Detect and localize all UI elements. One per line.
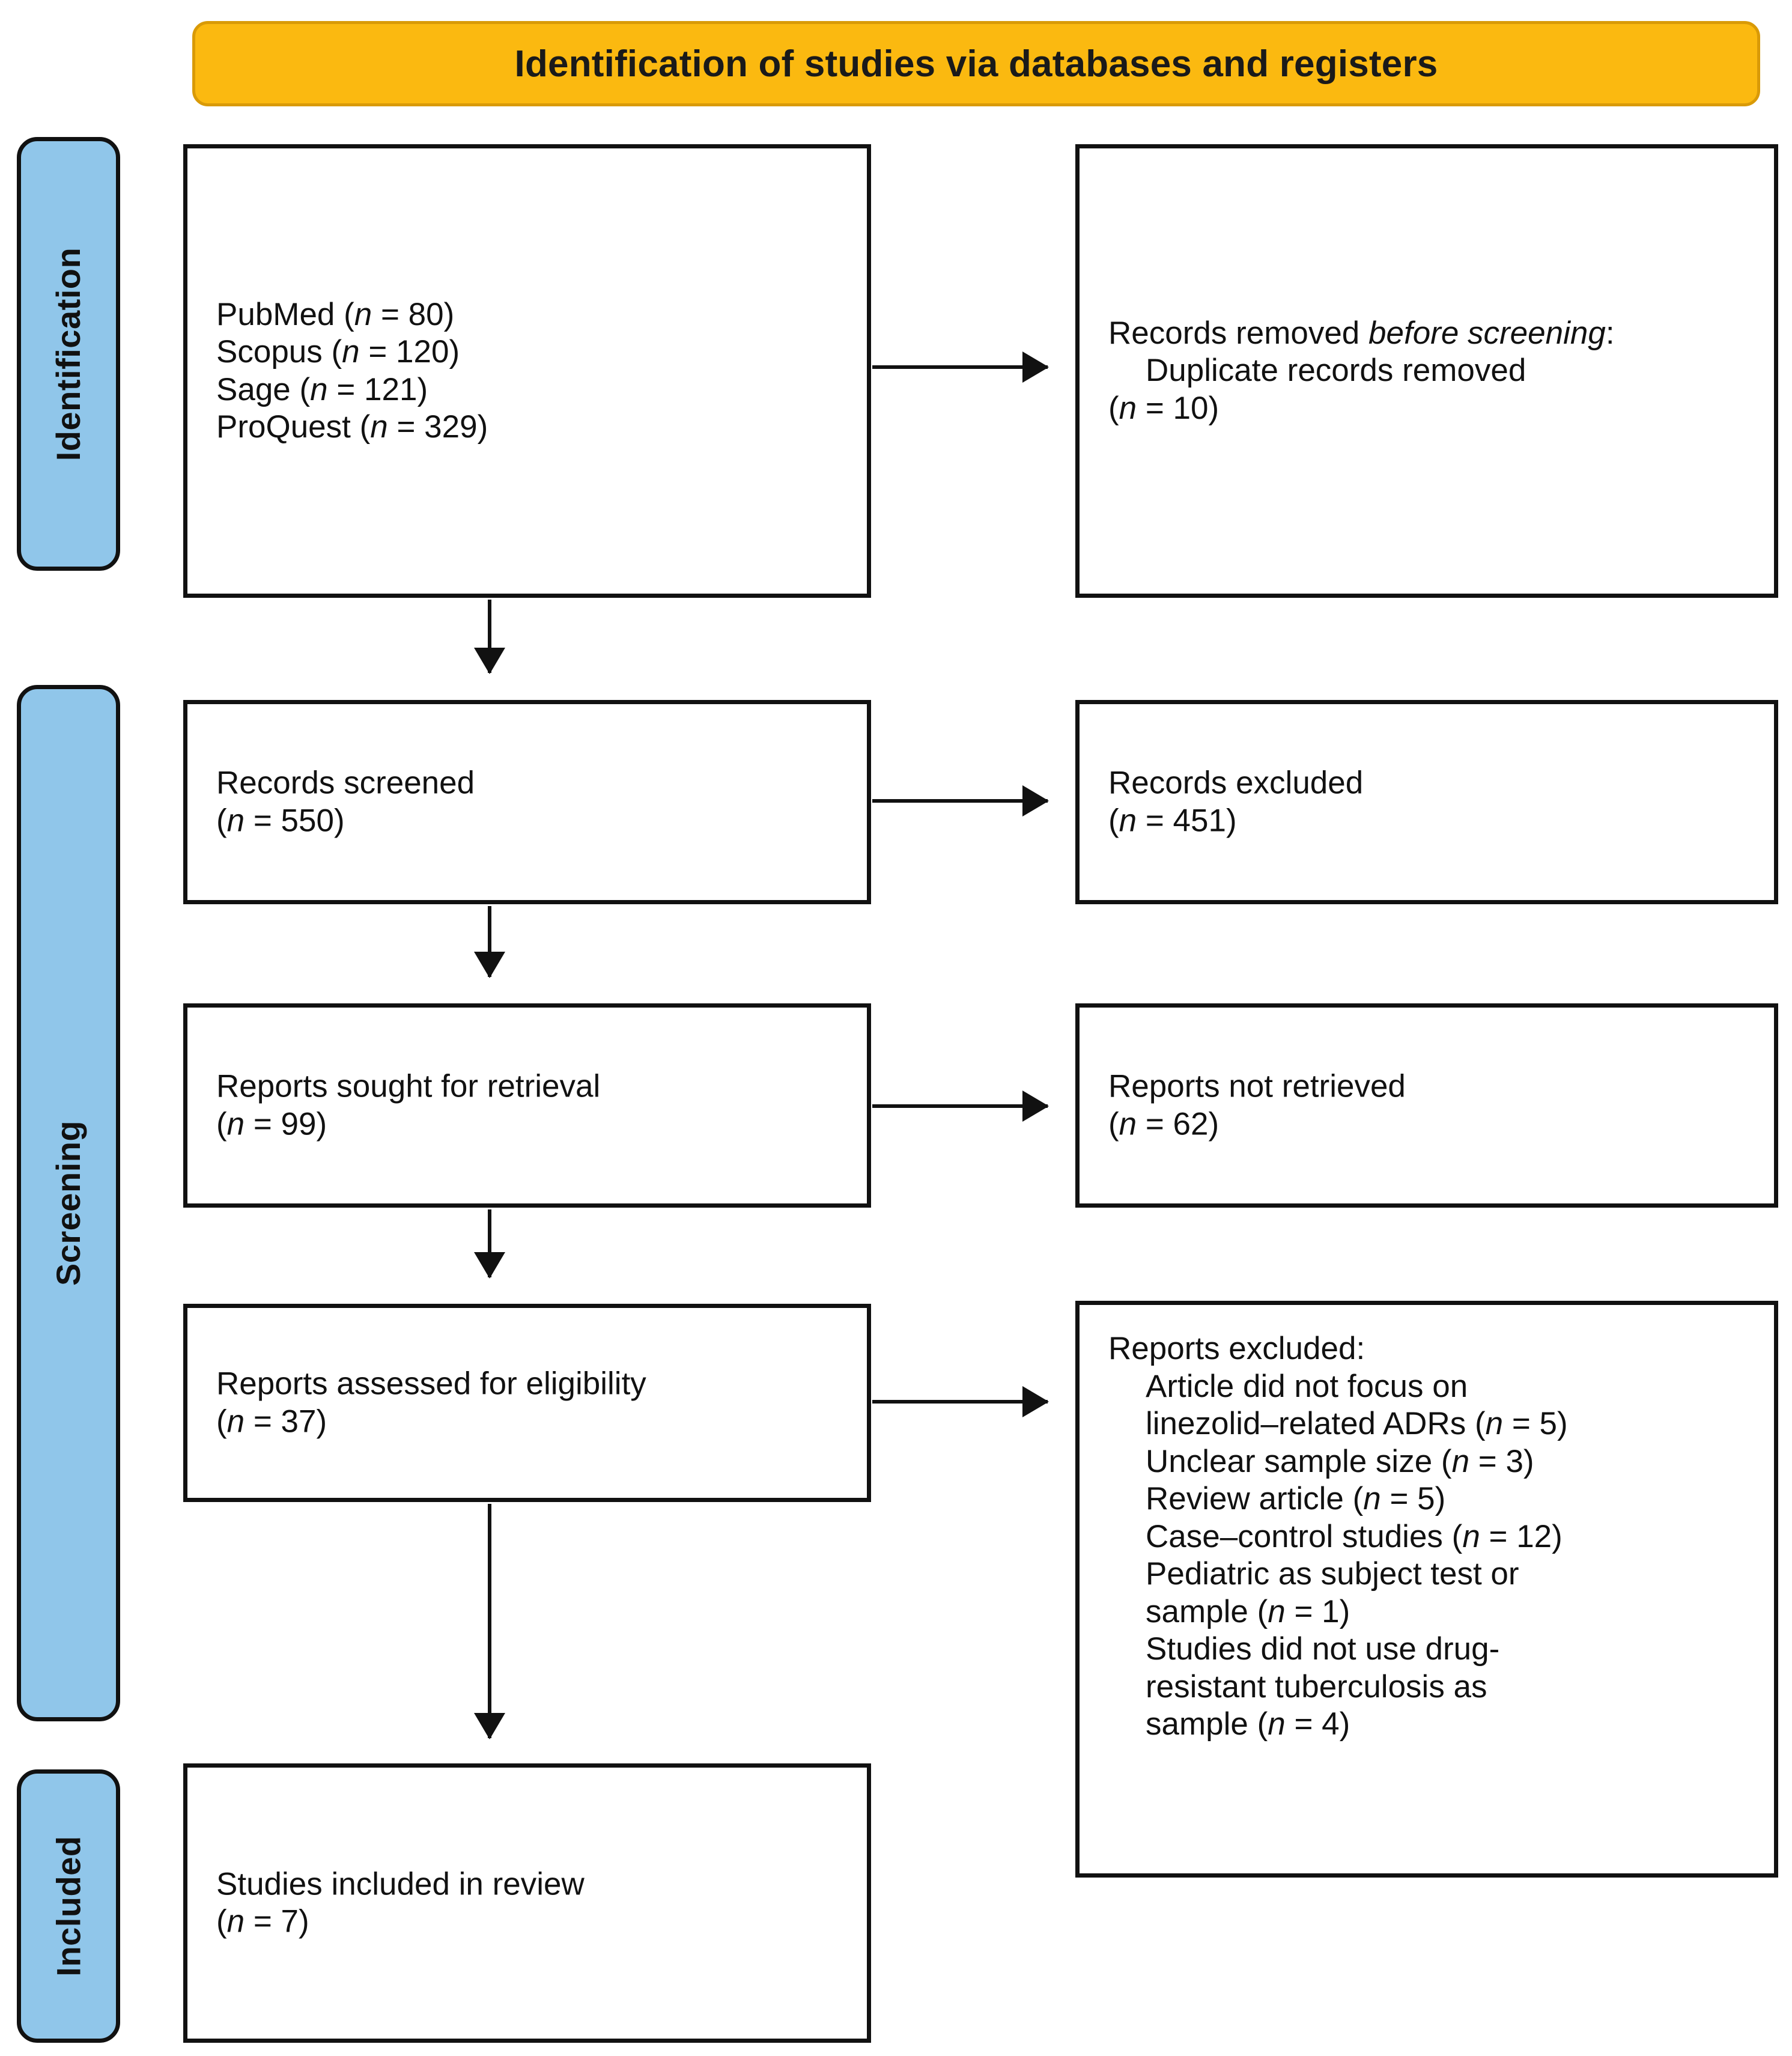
reports-assessed-label: Reports assessed for eligibility [216,1366,646,1402]
box-records-removed-before-screening: Records removed before screening: Duplic… [1075,144,1778,598]
reports-not-retrieved-count: (n = 62) [1108,1106,1219,1142]
arrow-screened-to-sought [488,906,491,977]
stage-label-included-text: Included [49,1835,88,1977]
records-excluded-count: (n = 451) [1108,803,1237,838]
arrow-assessed-to-included [488,1504,491,1738]
studies-included-label: Studies included in review [216,1866,585,1902]
source-line-sage: Sage (n = 121) [216,371,428,407]
records-removed-heading-italic: before screening [1368,315,1606,351]
arrow-assessed-to-reports-excluded [872,1400,1048,1404]
reports-not-retrieved-label: Reports not retrieved [1108,1068,1406,1104]
source-line-proquest: ProQuest (n = 329) [216,409,488,445]
records-removed-heading-colon: : [1605,315,1615,351]
reports-excluded-reason-1b: linezolid–related ADRs (n = 5) [1146,1406,1568,1442]
records-excluded-label: Records excluded [1108,765,1364,801]
reports-sought-label: Reports sought for retrieval [216,1068,601,1104]
records-removed-heading-plain: Records removed [1108,315,1369,351]
reports-excluded-reason-6b: resistant tuberculosis as [1146,1668,1487,1705]
records-removed-heading: Records removed before screening: [1108,315,1758,353]
box-reports-assessed-for-eligibility: Reports assessed for eligibility (n = 37… [183,1304,871,1502]
reports-excluded-reason-3: Review article (n = 5) [1146,1481,1446,1517]
reports-excluded-heading: Reports excluded: [1108,1331,1365,1366]
reports-excluded-reason-1a: Article did not focus on [1146,1368,1468,1404]
box-records-identified: PubMed (n = 80) Scopus (n = 120) Sage (n… [183,144,871,598]
studies-included-count: (n = 7) [216,1903,309,1939]
reports-excluded-reason-2: Unclear sample size (n = 3) [1146,1443,1534,1479]
stage-label-included: Included [17,1769,120,2043]
reports-assessed-count: (n = 37) [216,1404,327,1439]
stage-label-screening-text: Screening [49,1120,88,1286]
reports-excluded-reason-6c: sample (n = 4) [1146,1706,1350,1742]
arrow-sought-to-not-retrieved [872,1104,1048,1108]
source-line-pubmed: PubMed (n = 80) [216,296,455,332]
reports-excluded-reason-4: Case–control studies (n = 12) [1146,1518,1563,1554]
records-removed-item-duplicate: Duplicate records removed [1146,353,1526,389]
header-banner-title: Identification of studies via databases … [514,43,1438,85]
records-screened-count: (n = 550) [216,803,345,838]
box-studies-included-in-review: Studies included in review (n = 7) [183,1763,871,2043]
box-reports-not-retrieved: Reports not retrieved (n = 62) [1075,1003,1778,1208]
stage-label-identification-text: Identification [49,247,88,461]
reports-sought-count: (n = 99) [216,1106,327,1142]
records-removed-item-count: (n = 10) [1108,390,1219,426]
box-records-excluded: Records excluded (n = 451) [1075,700,1778,904]
stage-label-identification: Identification [17,137,120,571]
header-banner: Identification of studies via databases … [192,21,1760,106]
box-reports-excluded-detailed: Reports excluded: Article did not focus … [1075,1301,1778,1878]
arrow-identified-to-screened [488,600,491,673]
box-reports-sought-for-retrieval: Reports sought for retrieval (n = 99) [183,1003,871,1208]
reports-excluded-reason-5b: sample (n = 1) [1146,1593,1350,1629]
stage-label-screening: Screening [17,685,120,1721]
arrow-identified-to-removed [872,365,1048,369]
reports-excluded-reason-5a: Pediatric as subject test or [1146,1556,1519,1592]
reports-excluded-reason-6a: Studies did not use drug- [1146,1631,1500,1667]
arrow-sought-to-assessed [488,1209,491,1277]
box-records-screened: Records screened (n = 550) [183,700,871,904]
arrow-screened-to-excluded [872,799,1048,803]
source-line-scopus: Scopus (n = 120) [216,333,460,370]
records-screened-label: Records screened [216,765,475,801]
